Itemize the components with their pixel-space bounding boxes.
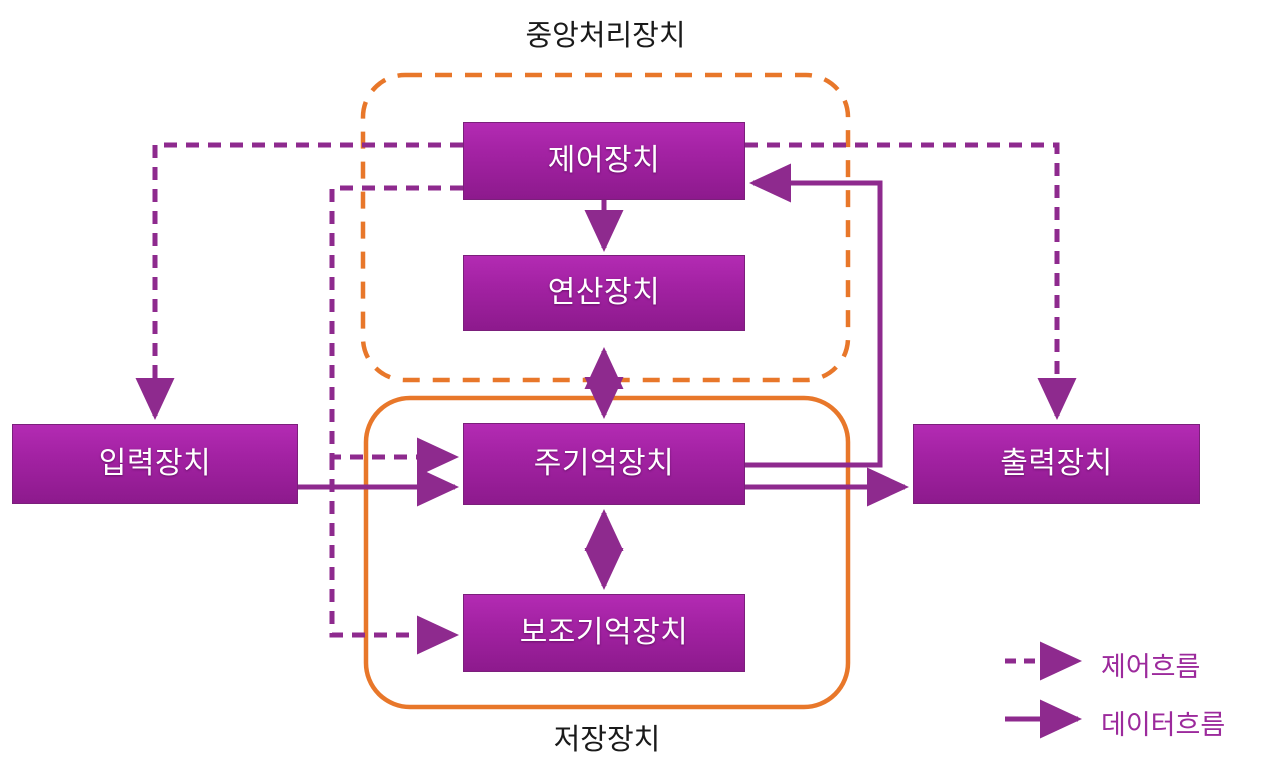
legend-item-control-flow: 제어흐름 <box>1101 645 1200 684</box>
edge-main-memory-to-control <box>745 163 883 468</box>
cpu-boundary <box>360 72 851 383</box>
node-input-device-label: 입력장치 <box>98 447 212 480</box>
node-input-device[interactable]: 입력장치 <box>12 424 298 504</box>
legend-item-data-flow: 데이터흐름 <box>1101 703 1225 742</box>
node-alu-label: 연산장치 <box>547 276 661 309</box>
node-main-memory-label: 주기억장치 <box>533 447 675 480</box>
edge-control-to-output <box>745 142 1077 421</box>
edge-control-to-main-memory <box>329 185 463 477</box>
node-control-unit[interactable]: 제어장치 <box>463 122 745 200</box>
node-output-device[interactable]: 출력장치 <box>913 424 1200 504</box>
node-main-memory[interactable]: 주기억장치 <box>463 423 745 505</box>
node-secondary-memory-label: 보조기억장치 <box>519 616 689 649</box>
caption-cpu-text: 중앙처리장치 <box>525 20 686 52</box>
caption-cpu: 중앙처리장치 <box>363 12 848 54</box>
node-control-unit-label: 제어장치 <box>547 144 661 177</box>
caption-storage: 저장장치 <box>366 716 848 758</box>
node-secondary-memory[interactable]: 보조기억장치 <box>463 594 745 672</box>
node-output-device-label: 출력장치 <box>1000 447 1113 480</box>
legend-data-flow-label: 데이터흐름 <box>1101 710 1226 740</box>
caption-storage-text: 저장장치 <box>553 724 661 756</box>
node-alu[interactable]: 연산장치 <box>463 255 745 331</box>
edge-control-to-secondary-memory <box>329 457 460 655</box>
legend-control-flow-label: 제어흐름 <box>1101 652 1201 682</box>
edge-control-to-input <box>135 142 463 421</box>
